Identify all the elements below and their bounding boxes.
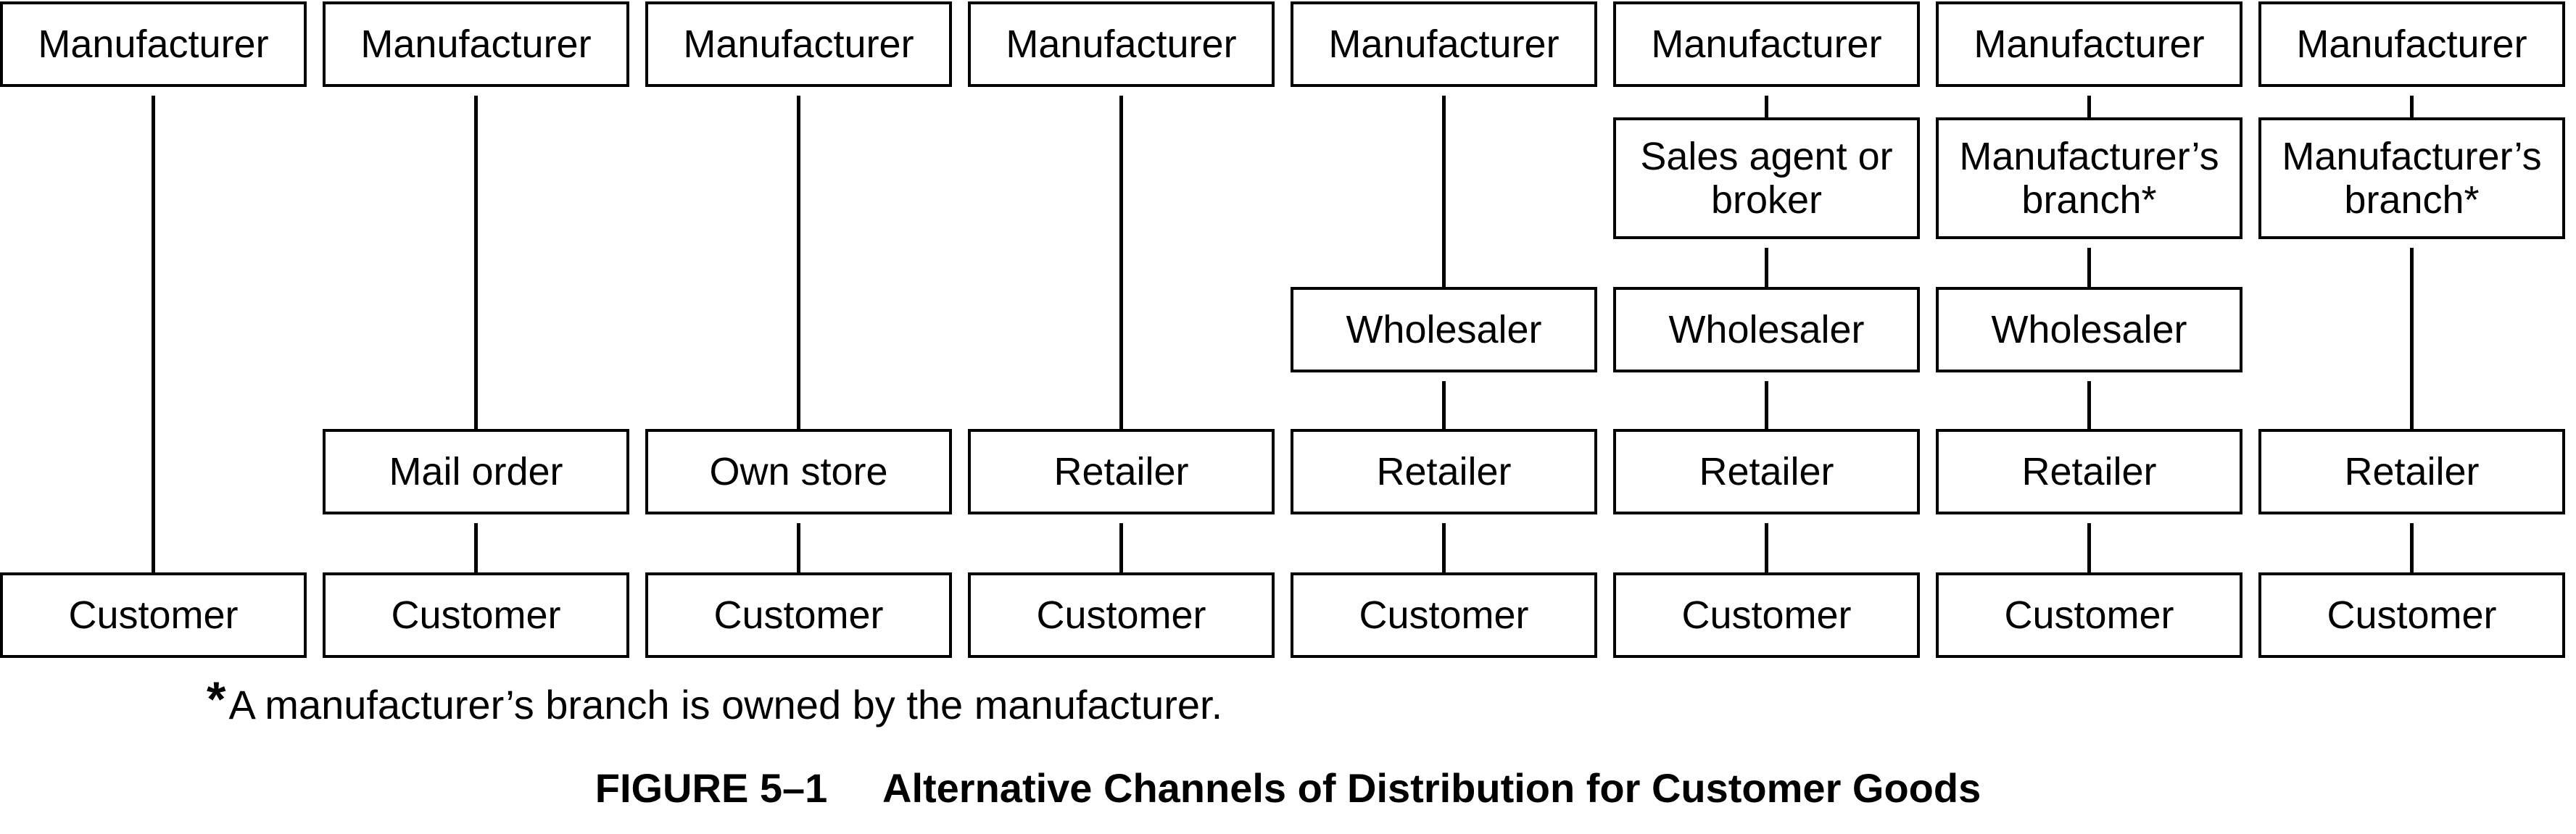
channel-6-connector-2 xyxy=(1765,248,1768,287)
channel-3-node-1: Manufacturer xyxy=(645,1,952,87)
channel-5-node-2: Wholesaler xyxy=(1291,287,1597,372)
figure-title: Alternative Channels of Distribution for… xyxy=(882,765,1981,811)
channel-8-node-2: Manufacturer’s branch* xyxy=(2258,117,2565,239)
channel-2-node-1: Manufacturer xyxy=(323,1,629,87)
channel-8-node-1: Manufacturer xyxy=(2258,1,2565,87)
channel-8-connector-1 xyxy=(2410,96,2414,117)
channel-7-connector-3 xyxy=(2087,381,2091,429)
channel-5-connector-1 xyxy=(1442,96,1446,287)
footnote: *A manufacturer’s branch is owned by the… xyxy=(207,672,1223,730)
channel-3-connector-1 xyxy=(797,96,800,429)
channel-4-connector-2 xyxy=(1119,523,1123,572)
channel-6-connector-3 xyxy=(1765,381,1768,429)
channel-5-node-1: Manufacturer xyxy=(1291,1,1597,87)
channel-2-node-2: Mail order xyxy=(323,429,629,514)
figure-label: FIGURE 5–1 xyxy=(595,765,828,811)
footnote-text: A manufacturer’s branch is owned by the … xyxy=(228,682,1223,727)
figure-caption: FIGURE 5–1 Alternative Channels of Distr… xyxy=(0,764,2576,812)
channel-8-node-3: Retailer xyxy=(2258,429,2565,514)
channel-1-connector-1 xyxy=(152,96,155,572)
channel-1-node-1: Manufacturer xyxy=(0,1,307,87)
channel-5-node-3: Retailer xyxy=(1291,429,1597,514)
channel-7-connector-1 xyxy=(2087,96,2091,117)
channel-6-node-2: Sales agent or broker xyxy=(1613,117,1920,239)
channel-7-connector-2 xyxy=(2087,248,2091,287)
channel-2-node-3: Customer xyxy=(323,572,629,658)
channel-7-node-5: Customer xyxy=(1936,572,2242,658)
channel-8-connector-2 xyxy=(2410,248,2414,429)
channel-4-node-1: Manufacturer xyxy=(968,1,1275,87)
channel-6-node-5: Customer xyxy=(1613,572,1920,658)
channel-7-node-4: Retailer xyxy=(1936,429,2242,514)
channel-4-node-3: Customer xyxy=(968,572,1275,658)
channel-2-connector-2 xyxy=(474,523,478,572)
channel-3-node-3: Customer xyxy=(645,572,952,658)
channel-3-connector-2 xyxy=(797,523,800,572)
channel-8-connector-3 xyxy=(2410,523,2414,572)
channel-4-connector-1 xyxy=(1119,96,1123,429)
channel-6-node-3: Wholesaler xyxy=(1613,287,1920,372)
channel-3-node-2: Own store xyxy=(645,429,952,514)
channel-4-node-2: Retailer xyxy=(968,429,1275,514)
channel-1-node-2: Customer xyxy=(0,572,307,658)
footnote-marker: * xyxy=(207,672,226,727)
channel-7-connector-4 xyxy=(2087,523,2091,572)
channel-6-connector-4 xyxy=(1765,523,1768,572)
channel-5-connector-3 xyxy=(1442,523,1446,572)
channel-2-connector-1 xyxy=(474,96,478,429)
channel-7-node-1: Manufacturer xyxy=(1936,1,2242,87)
channel-8-node-4: Customer xyxy=(2258,572,2565,658)
channel-5-connector-2 xyxy=(1442,381,1446,429)
channel-6-node-1: Manufacturer xyxy=(1613,1,1920,87)
channel-7-node-2: Manufacturer’s branch* xyxy=(1936,117,2242,239)
channel-6-connector-1 xyxy=(1765,96,1768,117)
channel-6-node-4: Retailer xyxy=(1613,429,1920,514)
channel-5-node-4: Customer xyxy=(1291,572,1597,658)
channel-7-node-3: Wholesaler xyxy=(1936,287,2242,372)
